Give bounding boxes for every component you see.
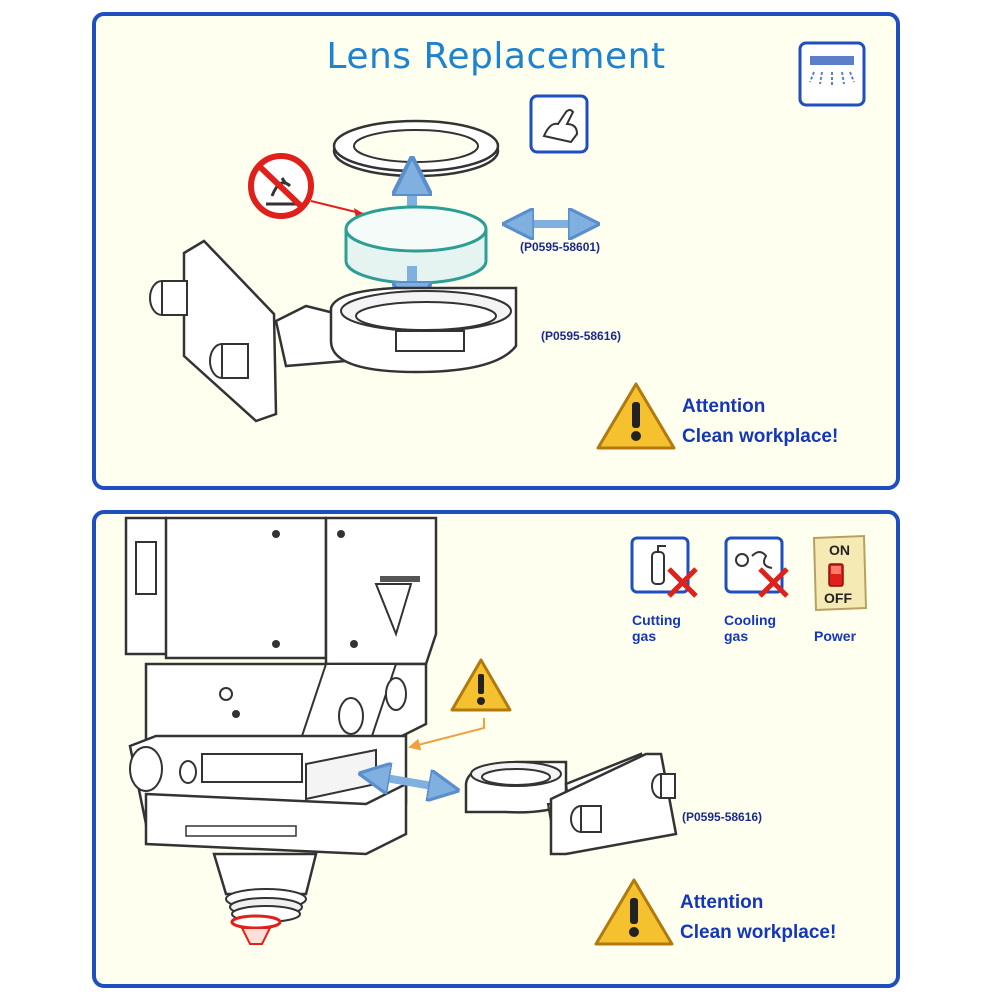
attention-notice: Attention Clean workplace! xyxy=(682,392,838,452)
cooling-gas-label: Cooling gas xyxy=(724,612,777,644)
cutting-gas-off-icon xyxy=(630,536,698,598)
cooling-gas-off-icon xyxy=(724,536,789,598)
retaining-ring xyxy=(332,119,500,178)
attention-heading: Attention xyxy=(682,396,766,417)
clean-room-icon xyxy=(798,41,866,107)
part-number-lens: (P0595-58601) xyxy=(520,240,601,254)
warning-icon-bottom xyxy=(594,878,674,946)
warning-icon-drawer xyxy=(408,658,512,751)
part-number-holder-bottom: (P0595-58616) xyxy=(682,810,763,824)
removed-lens-holder xyxy=(464,752,678,856)
hand-touch-icon xyxy=(529,94,589,154)
lens-holder xyxy=(149,239,518,423)
drawer-removal-panel: ON OFF Cutting gas Cooling gas Power (P0… xyxy=(92,510,900,988)
warning-icon xyxy=(596,382,676,450)
part-number-holder: (P0595-58616) xyxy=(541,329,622,343)
attention-message-bottom: Clean workplace! xyxy=(680,922,837,943)
power-label: Power xyxy=(814,628,857,644)
lens-diagram xyxy=(149,41,866,450)
switch-off-label: OFF xyxy=(824,590,852,606)
switch-on-label: ON xyxy=(829,542,850,558)
page-title: Lens Replacement xyxy=(326,36,666,77)
attention-message: Clean workplace! xyxy=(682,426,839,447)
lens-replacement-panel: Lens Replacement xyxy=(92,12,900,490)
cutting-head-diagram xyxy=(124,516,868,945)
cutting-head xyxy=(124,516,438,945)
cutting-gas-label: Cutting gas xyxy=(632,612,681,644)
power-switch-icon xyxy=(812,534,868,612)
lens xyxy=(344,205,488,285)
no-touch-lens-icon xyxy=(248,153,365,219)
attention-notice-bottom: Attention Clean workplace! xyxy=(680,888,836,948)
attention-heading-bottom: Attention xyxy=(680,892,764,913)
remove-arrow xyxy=(374,776,444,788)
